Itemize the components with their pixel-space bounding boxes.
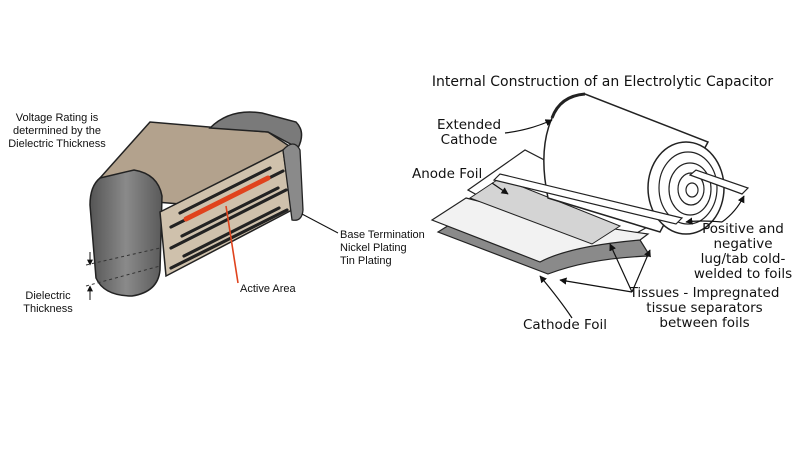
lug-tab-label: Positive and negative lug/tab cold- weld…: [693, 221, 793, 282]
right-termination: [282, 143, 304, 221]
electrode-line: [182, 206, 281, 258]
tissues-leader: [609, 243, 633, 293]
back-termination: [208, 111, 303, 150]
termination-leader: [301, 213, 339, 234]
tissues-label: Tissues - Impregnated tissue separators …: [629, 285, 780, 331]
anode-foil-label: Anode Foil: [412, 166, 483, 182]
electrolytic-capacitor: [430, 92, 750, 319]
diagram-title: Internal Construction of an Electrolytic…: [431, 74, 774, 90]
active-area-highlight: [183, 175, 271, 222]
tissues-leader: [559, 277, 633, 293]
dielectric-thickness-label: Dielectric Thickness: [23, 290, 73, 315]
extended-cathode-leader: [504, 119, 553, 134]
positive-lug-tab: [492, 173, 684, 225]
electrode-line: [169, 208, 289, 270]
tissues-leader: [631, 249, 651, 293]
cathode-foil-label: Cathode Foil: [523, 317, 608, 333]
lug-leader: [685, 217, 723, 225]
voltage-rating-note: Voltage Rating is determined by the Diel…: [8, 112, 106, 150]
dimension-line: [85, 265, 161, 287]
roll-spiral: [685, 182, 699, 198]
mlcc-chip: [85, 111, 339, 300]
cathode-foil-leader: [539, 275, 573, 319]
roll-spiral: [677, 172, 705, 206]
negative-lug-tab: [688, 169, 750, 195]
electrode-line: [180, 186, 280, 238]
electrode-line: [178, 166, 272, 215]
termination-label: Base Termination Nickel Plating Tin Plat…: [340, 229, 425, 267]
extended-cathode-label: Extended Cathode: [436, 117, 502, 148]
active-area-leader: [225, 205, 239, 284]
left-termination: [89, 169, 163, 297]
anode-foil-leader: [491, 182, 509, 195]
roll-spiral: [668, 162, 712, 216]
lug-leader: [721, 195, 745, 223]
active-area-label: Active Area: [240, 283, 296, 295]
extended-cathode-edge: [550, 92, 586, 119]
dimension-line: [85, 247, 161, 266]
anode-foil: [468, 177, 622, 245]
